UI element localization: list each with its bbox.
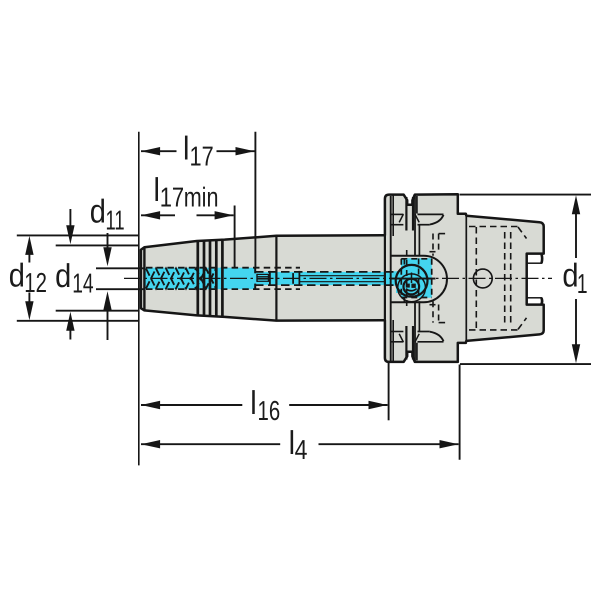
- svg-text:4: 4: [295, 434, 308, 465]
- svg-text:min: min: [184, 182, 219, 213]
- svg-text:12: 12: [24, 267, 47, 298]
- svg-text:l: l: [183, 130, 189, 167]
- svg-text:l: l: [250, 384, 256, 421]
- svg-text:d: d: [55, 257, 71, 294]
- svg-text:17: 17: [160, 182, 184, 213]
- svg-text:11: 11: [106, 204, 125, 235]
- svg-text:16: 16: [258, 395, 281, 426]
- svg-text:l: l: [154, 171, 160, 208]
- svg-text:1: 1: [577, 268, 588, 299]
- svg-text:d: d: [90, 193, 106, 230]
- svg-text:17: 17: [190, 140, 214, 171]
- svg-text:14: 14: [72, 268, 93, 299]
- svg-text:l: l: [289, 424, 295, 461]
- svg-text:d: d: [9, 257, 25, 294]
- svg-text:d: d: [562, 256, 578, 293]
